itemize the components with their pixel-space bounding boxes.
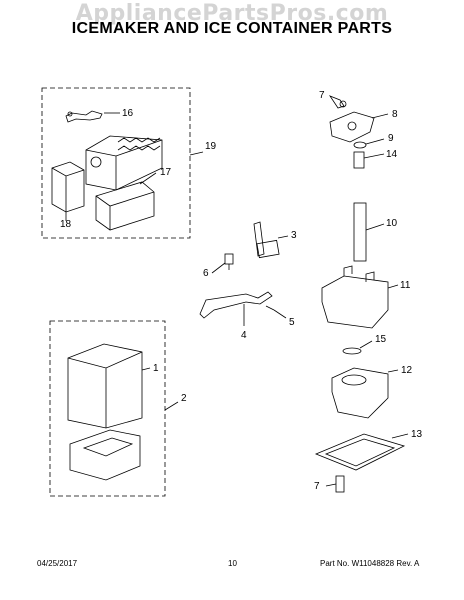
ice-bucket-base-part	[69, 429, 141, 481]
callout-4: 4	[241, 330, 247, 341]
wire-harness-part	[65, 110, 120, 123]
icemaker-group-box	[41, 87, 191, 239]
callout-10: 10	[386, 218, 398, 229]
callout-15: 15	[375, 334, 387, 345]
footer-page-number: 10	[228, 559, 237, 568]
ice-bucket-part	[67, 343, 151, 429]
screw-part-6	[211, 253, 234, 274]
callout-7b: 7	[314, 481, 320, 492]
screw-part-7a	[328, 95, 347, 109]
callout-2: 2	[181, 393, 187, 404]
motor-part	[331, 367, 399, 419]
footer-date: 04/25/2017	[37, 559, 78, 568]
lever-arm-part	[199, 291, 273, 326]
callout-14: 14	[386, 149, 398, 160]
switch-bracket-part	[253, 221, 289, 259]
callout-9: 9	[388, 133, 394, 144]
callout-18: 18	[60, 219, 72, 230]
callout-7a: 7	[319, 90, 325, 101]
callout-6: 6	[203, 268, 209, 279]
callout-19: 19	[205, 141, 217, 152]
mounting-bracket-part	[95, 172, 157, 231]
ice-container-group-box	[49, 320, 166, 497]
watermark: AppliancePartsPros.com	[75, 1, 389, 26]
callout-5: 5	[289, 317, 295, 328]
front-cover-part	[51, 161, 85, 221]
callout-17: 17	[160, 167, 172, 178]
bushing-part-14	[353, 151, 365, 169]
callout-16: 16	[122, 108, 134, 119]
callout-1: 1	[153, 363, 159, 374]
pin-part-5	[265, 305, 287, 319]
callout-3: 3	[291, 230, 297, 241]
icemaker-body-part	[85, 135, 163, 191]
callout-8: 8	[392, 109, 398, 120]
screw-part-7b	[325, 475, 345, 493]
washer-part-9	[353, 141, 367, 149]
footer-part-number: Part No. W11048828 Rev. A	[320, 559, 420, 568]
auger-shaft-part	[353, 202, 385, 262]
motor-cover-part	[321, 265, 399, 329]
callout-12: 12	[401, 365, 413, 376]
callout-13: 13	[411, 429, 423, 440]
callout-labels: 16 19 17 18 3 6 4 5 7 8 9 14 10 11 15 12…	[60, 90, 423, 492]
page-title: ICEMAKER AND ICE CONTAINER PARTS	[71, 20, 393, 37]
gasket-part	[314, 433, 409, 471]
spacer-part-15	[342, 340, 373, 355]
callout-11: 11	[400, 280, 411, 291]
mounting-plate-part	[329, 111, 389, 143]
